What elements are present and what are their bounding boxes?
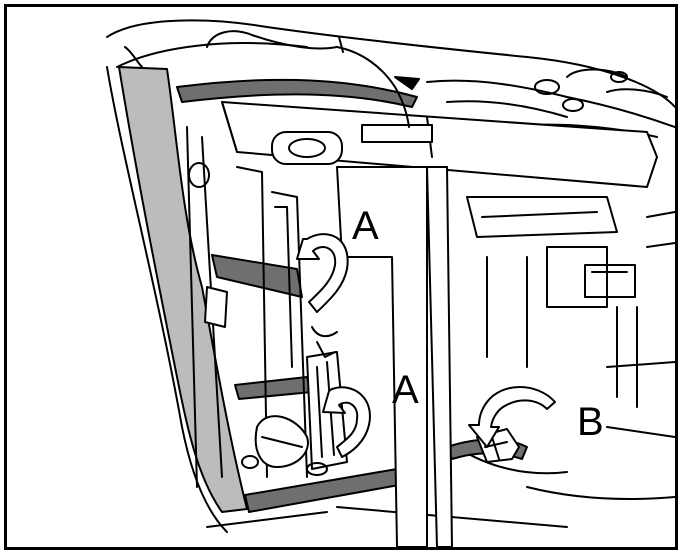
harness-bottom <box>244 468 400 513</box>
harness-top <box>176 78 418 108</box>
harness-mid-1 <box>211 254 303 298</box>
diagram-frame: A A B <box>4 4 678 550</box>
harness-mid-2 <box>234 376 313 400</box>
top-wire <box>206 30 338 50</box>
arrow-b <box>468 386 556 448</box>
background-components <box>106 19 675 533</box>
callout-a-upper: A <box>352 204 379 248</box>
technical-illustration: A A B <box>106 19 675 547</box>
left-trim-panel <box>118 66 248 513</box>
pillar-right <box>426 166 453 547</box>
callout-a-lower: A <box>392 368 419 412</box>
arrow-lower <box>322 386 371 458</box>
arrow-upper <box>296 233 349 313</box>
callout-b: B <box>577 400 604 444</box>
